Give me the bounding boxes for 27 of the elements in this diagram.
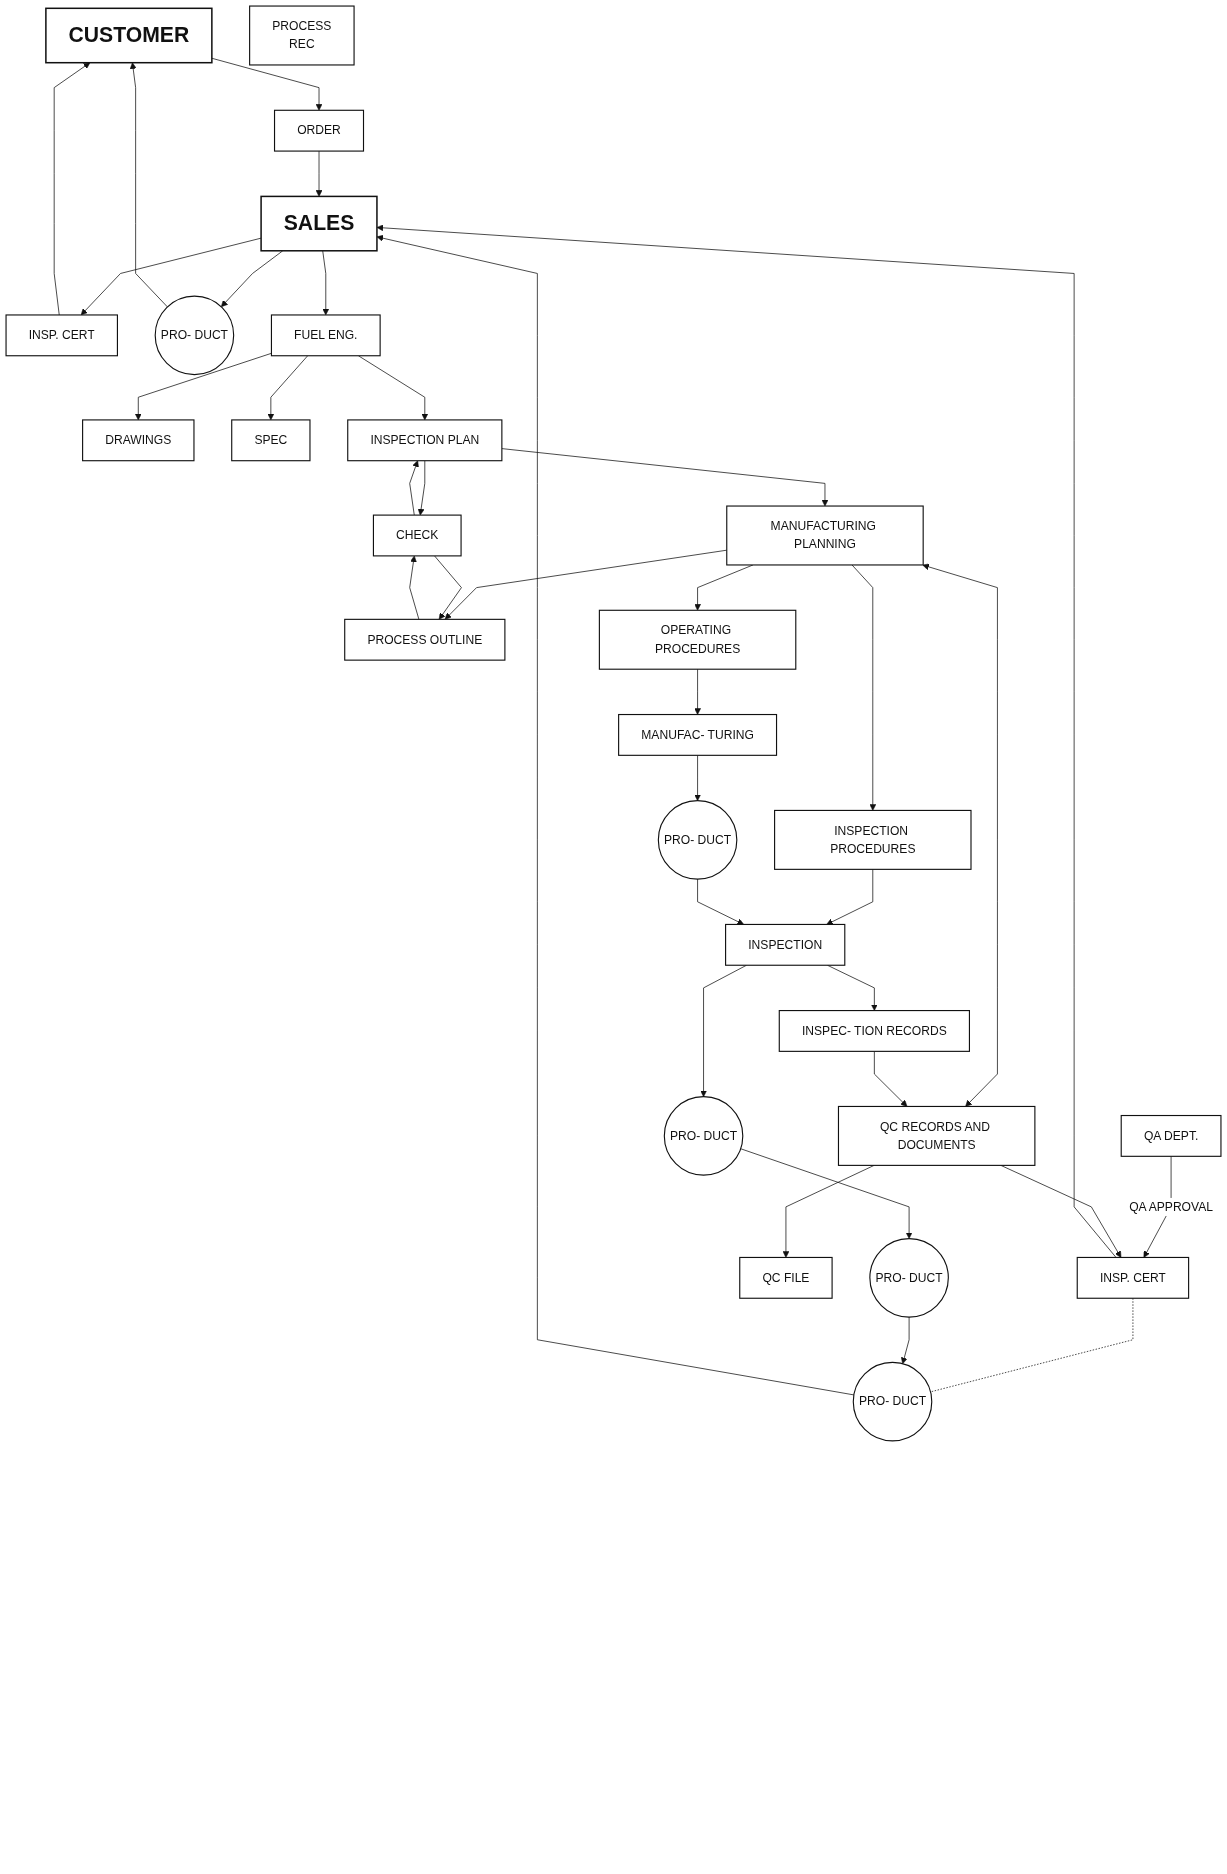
node-box: INSPECTION (725, 923, 846, 966)
node-box: SALES (260, 195, 378, 252)
node-box: FUEL ENG. (270, 314, 381, 357)
node-box: INSPEC- TION RECORDS (778, 1010, 970, 1052)
node-circle: PRO- DUCT (663, 1096, 744, 1176)
node-box: INSPECTION PROCEDURES (774, 809, 972, 870)
node-box: OPERATING PROCEDURES (598, 609, 797, 670)
node-box: INSP. CERT (1076, 1256, 1190, 1299)
node-box: PROCESS REC (249, 5, 355, 66)
node-box: CUSTOMER (45, 7, 213, 64)
node-box: MANUFAC- TURING (618, 713, 778, 756)
node-box: CHECK (372, 514, 462, 557)
node-box: QC RECORDS AND DOCUMENTS (837, 1105, 1036, 1166)
node-box: DRAWINGS (82, 419, 195, 462)
node-box: ORDER (273, 109, 365, 152)
node-circle: PRO- DUCT (869, 1238, 949, 1318)
node-box: SPEC (231, 419, 311, 462)
node-circle: PRO- DUCT (154, 295, 235, 376)
node-box: INSP. CERT (5, 314, 118, 357)
node-box: MANUFACTURING PLANNING (726, 505, 924, 566)
node-circle: PRO- DUCT (657, 800, 738, 880)
node-box: PROCESS OUTLINE (344, 618, 506, 661)
edge-label: QA APPROVAL (1129, 1200, 1213, 1213)
node-circle: PRO- DUCT (852, 1361, 933, 1442)
node-box: QC FILE (739, 1256, 833, 1299)
node-box: INSPECTION PLAN (347, 419, 503, 462)
node-box: QA DEPT. (1120, 1114, 1222, 1157)
